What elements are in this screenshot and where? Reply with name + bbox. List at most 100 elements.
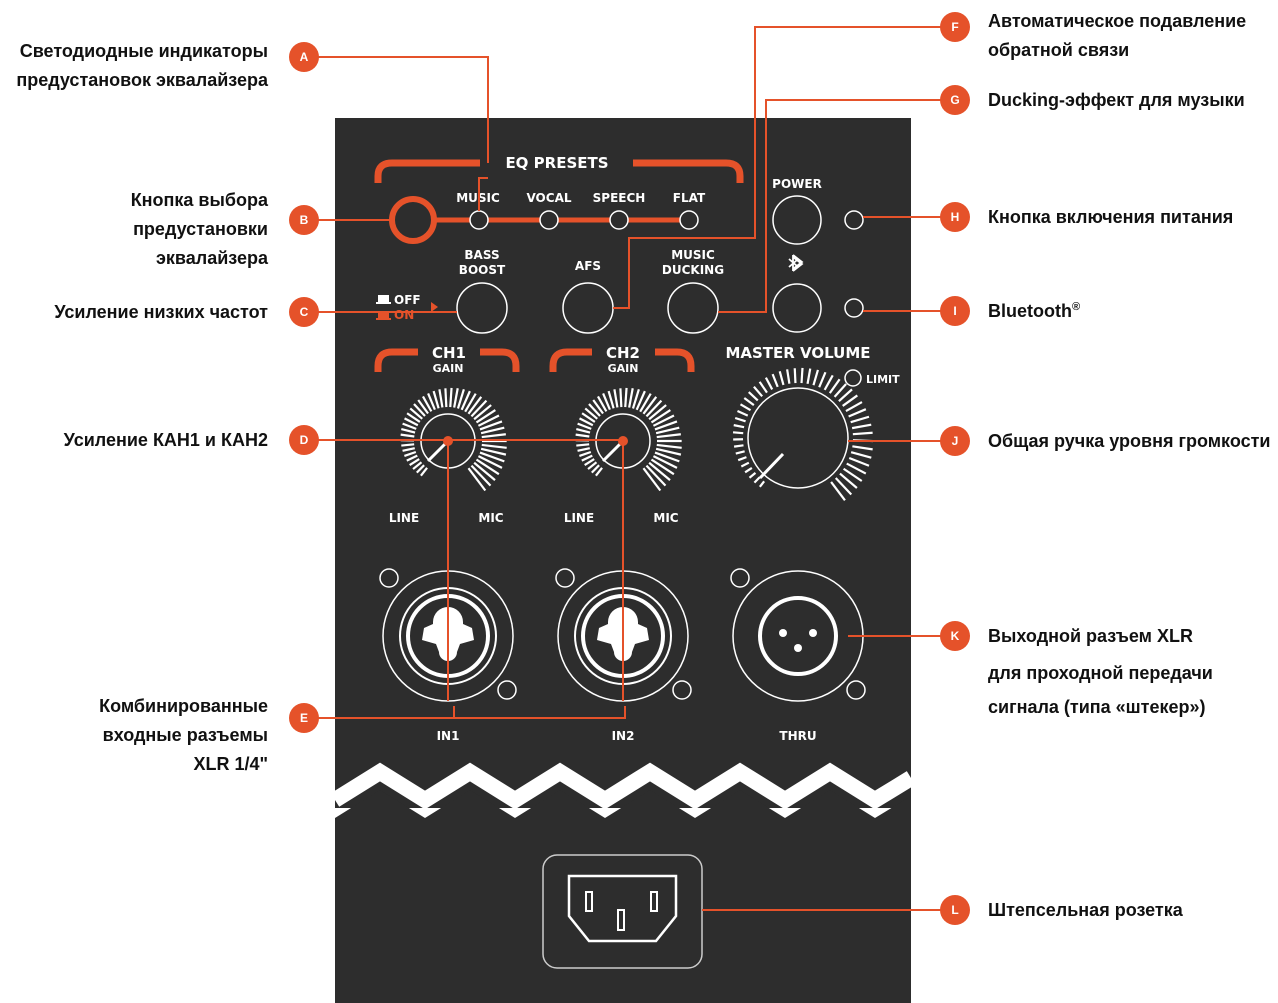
badge-d (289, 425, 319, 455)
badge-e-letter: E (300, 711, 308, 725)
ch1-gain-scale-tick (477, 455, 503, 469)
ch1-gain-scale-tick (449, 387, 453, 408)
zigzag-cut (330, 762, 916, 810)
callout-e-line1: Комбинированные (99, 696, 268, 716)
master-volume-scale-tick (740, 461, 750, 468)
ch2-gain-scale-tick (635, 390, 646, 411)
ch1-gain-scale-tick (481, 433, 506, 439)
ch2-gain-scale-tick (575, 433, 590, 438)
power-button[interactable] (772, 195, 822, 245)
ch2-gain-scale-tick (652, 455, 678, 469)
badge-j (940, 426, 970, 456)
ch2-gain-scale-tick (581, 412, 596, 423)
in1-screw-bottom (497, 680, 517, 700)
ch2-gain-scale-tick (655, 447, 682, 456)
ch1-gain-scale-tick (480, 426, 505, 435)
bluetooth-button[interactable] (772, 283, 822, 333)
ch2-gain-scale-tick (588, 403, 601, 417)
callout-k-line2: для проходной передачи (988, 663, 1213, 683)
ch2-mic-label: MIC (653, 511, 678, 525)
ch1-gain-scale-tick (432, 390, 440, 409)
callout-k-line3: сигнала (типа «штекер») (988, 697, 1206, 717)
ch2-gain-scale-tick (597, 395, 608, 412)
ch2-gain-scale-tick (642, 396, 658, 415)
ch2-gain-scale-tick (581, 454, 593, 462)
ch1-gain-scale-tick (480, 447, 507, 456)
callout-i-sup: ® (1072, 301, 1080, 313)
ch1-gain-scale-tick (409, 407, 423, 420)
master-volume-scale-tick (764, 377, 774, 390)
ch2-gain-scale-tick (655, 426, 680, 435)
ch2-gain-scale-tick (577, 447, 591, 452)
thru-screw-bottom (846, 680, 866, 700)
callout-f-line2: обратной связи (988, 40, 1129, 60)
ch2-gain-scale-tick (619, 388, 623, 408)
ch2-gain-scale-tick (584, 458, 595, 466)
eq-bracket-right (633, 159, 744, 183)
in2-screw-bottom (672, 680, 692, 700)
badge-i-letter: I (953, 304, 956, 318)
badge-b-letter: B (300, 213, 309, 227)
badge-b (289, 205, 319, 235)
music-ducking-button[interactable] (667, 282, 719, 334)
master-knob-pointer (758, 452, 785, 480)
ch1-gain-scale-tick (470, 399, 488, 418)
ch1-gain-scale-tick (422, 395, 433, 412)
master-volume-scale-tick (739, 403, 752, 412)
ch2-gain-scale-tick (579, 450, 592, 457)
eq-presets-title: EQ PRESETS (505, 154, 608, 172)
preset-led-vocal (539, 210, 559, 230)
callout-badges: A B C D E F G H I J K L (289, 12, 970, 925)
master-volume-scale-tick (812, 369, 819, 386)
ch1-gain-scale-tick (427, 393, 436, 411)
bass-switch-arrow (431, 302, 438, 312)
badge-d-letter: D (300, 433, 309, 447)
bluetooth-led (844, 298, 864, 318)
ch2-gain-scale-tick (591, 464, 600, 474)
badge-l-letter: L (951, 903, 958, 917)
badge-h (940, 202, 970, 232)
master-volume-scale-tick (744, 467, 753, 474)
ch1-gain-scale-tick (444, 388, 448, 408)
master-volume-scale-tick (806, 368, 812, 385)
ch1-gain-scale-tick (409, 458, 420, 466)
ch1-gain-scale-tick (477, 414, 500, 427)
ch1-label: CH1 (432, 344, 466, 362)
music-ducking-label-2: DUCKING (662, 263, 724, 277)
eq-select-button[interactable] (389, 196, 437, 244)
ch2-gain-scale-tick (602, 393, 611, 411)
ch1-line-label: LINE (389, 511, 419, 525)
ch2-bracket-left (549, 348, 592, 372)
ch2-gain-scale-tick (642, 467, 662, 492)
afs-label: AFS (575, 259, 601, 273)
thru-xlr-jack[interactable] (732, 570, 864, 702)
ch1-gain-scale-tick (417, 399, 429, 415)
ch1-gain-scale-tick (438, 389, 444, 408)
callout-f-line1: Автоматическое подавление (988, 11, 1246, 31)
ch1-gain-scale-tick (479, 420, 503, 431)
afs-button[interactable] (562, 282, 614, 334)
badge-f (940, 12, 970, 42)
master-volume-scale-tick (800, 367, 804, 384)
master-volume-scale-tick (733, 444, 744, 448)
thru-pin-3 (794, 644, 802, 652)
callout-b-line2: предустановки (133, 219, 268, 239)
callout-a-line2: предустановок эквалайзера (16, 70, 269, 90)
ch2-gain-scale-tick (587, 461, 598, 470)
laptop-on-icon-base (376, 318, 391, 320)
callout-a-line1: Светодиодные индикаторы (20, 41, 268, 61)
eq-bracket-left (374, 159, 480, 183)
ch1-knob-dot (443, 436, 453, 446)
badge-e (289, 703, 319, 733)
bass-boost-button[interactable] (456, 282, 508, 334)
badge-a-letter: A (300, 50, 309, 64)
ac-inlet[interactable] (542, 854, 703, 969)
master-volume-scale-tick (735, 450, 745, 455)
ch1-gain-scale-tick (413, 403, 426, 417)
ch1-gain-scale-tick (412, 461, 423, 470)
master-volume-scale-tick (748, 472, 757, 479)
master-volume-scale-tick (786, 369, 791, 384)
ch2-gain-scale-tick (579, 417, 594, 427)
ch2-knob-dot (618, 436, 628, 446)
master-volume-scale-tick (732, 431, 744, 435)
